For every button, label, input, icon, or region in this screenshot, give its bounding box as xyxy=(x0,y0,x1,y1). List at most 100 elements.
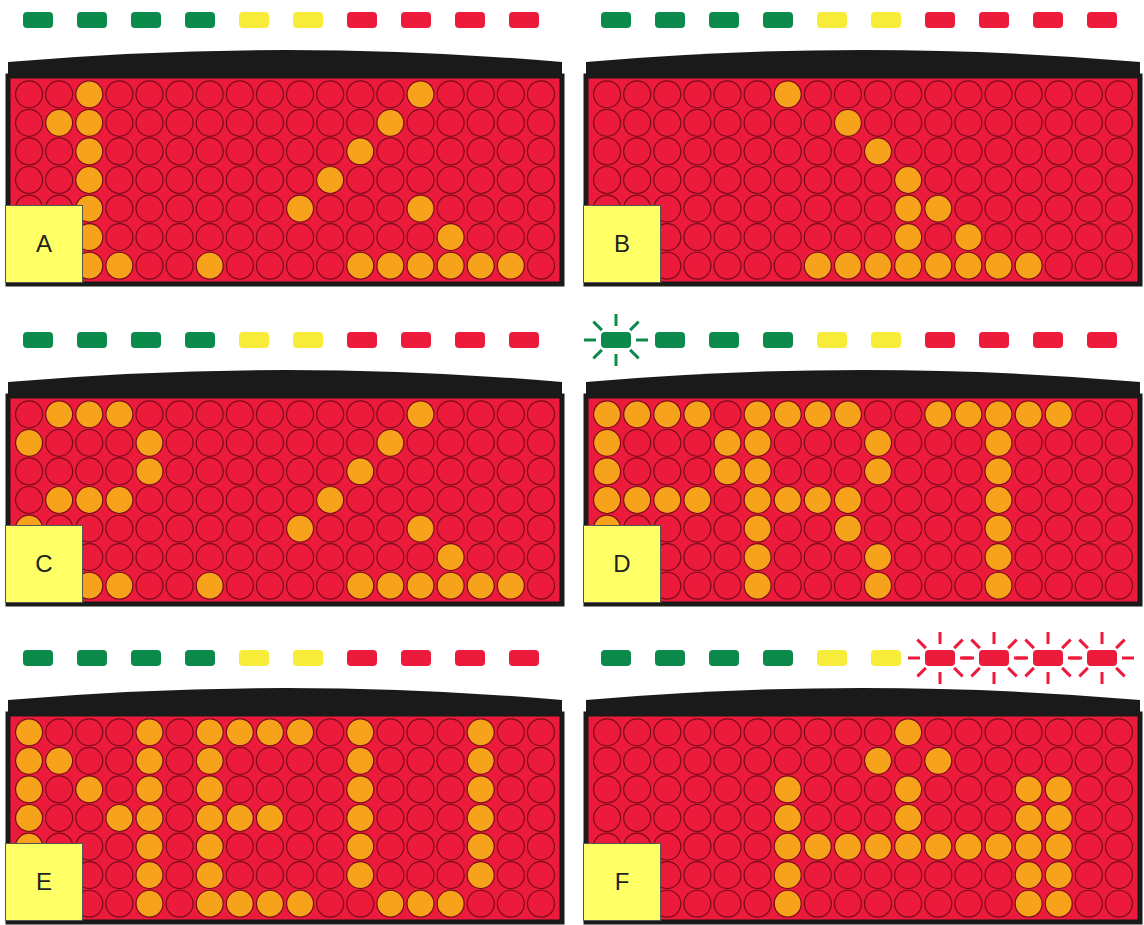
unlit-dot xyxy=(1045,544,1072,571)
unlit-dot xyxy=(925,138,952,165)
unlit-dot xyxy=(955,167,982,194)
lit-dot xyxy=(1015,252,1042,279)
unlit-dot xyxy=(497,890,524,917)
lit-dot xyxy=(985,458,1012,485)
unlit-dot xyxy=(1045,572,1072,599)
unlit-dot xyxy=(106,719,133,746)
unlit-dot xyxy=(1015,572,1042,599)
unlit-dot xyxy=(1105,890,1132,917)
flash-ray xyxy=(993,672,996,684)
unlit-dot xyxy=(1015,224,1042,251)
unlit-dot xyxy=(985,862,1012,889)
unlit-dot xyxy=(684,515,711,542)
unlit-dot xyxy=(287,81,314,108)
unlit-dot xyxy=(256,862,283,889)
lit-dot xyxy=(985,252,1012,279)
unlit-dot xyxy=(1075,195,1102,222)
unlit-dot xyxy=(744,167,771,194)
unlit-dot xyxy=(624,167,651,194)
unlit-dot xyxy=(865,224,892,251)
flash-ray xyxy=(939,672,942,684)
lit-dot xyxy=(106,401,133,428)
lit-dot xyxy=(136,747,163,774)
unlit-dot xyxy=(1105,224,1132,251)
unlit-dot xyxy=(834,458,861,485)
unlit-dot xyxy=(684,138,711,165)
unlit-dot xyxy=(317,572,344,599)
unlit-dot xyxy=(804,747,831,774)
lit-dot xyxy=(256,890,283,917)
unlit-dot xyxy=(317,747,344,774)
unlit-dot xyxy=(166,862,193,889)
unlit-dot xyxy=(166,487,193,514)
lit-dot xyxy=(226,890,253,917)
unlit-dot xyxy=(226,401,253,428)
flash-ray xyxy=(636,339,648,342)
lit-dot xyxy=(774,890,801,917)
unlit-dot xyxy=(985,805,1012,832)
unlit-dot xyxy=(226,167,253,194)
unlit-dot xyxy=(317,109,344,136)
unlit-dot xyxy=(654,109,681,136)
unlit-dot xyxy=(714,224,741,251)
unlit-dot xyxy=(317,862,344,889)
unlit-dot xyxy=(865,862,892,889)
lit-dot xyxy=(287,890,314,917)
unlit-dot xyxy=(287,224,314,251)
unlit-dot xyxy=(106,81,133,108)
unlit-dot xyxy=(684,572,711,599)
lit-dot xyxy=(714,458,741,485)
lit-dot xyxy=(347,862,374,889)
lit-dot xyxy=(925,252,952,279)
lit-dot xyxy=(774,805,801,832)
lit-dot xyxy=(407,572,434,599)
unlit-dot xyxy=(106,833,133,860)
led-matrix xyxy=(594,401,1133,599)
flash-ray xyxy=(584,339,596,342)
lit-dot xyxy=(347,747,374,774)
indicator-led xyxy=(655,12,685,28)
indicator-led xyxy=(817,332,847,348)
lit-dot xyxy=(46,487,73,514)
unlit-dot xyxy=(654,138,681,165)
unlit-dot xyxy=(377,81,404,108)
unlit-dot xyxy=(744,138,771,165)
unlit-dot xyxy=(106,138,133,165)
unlit-dot xyxy=(46,138,73,165)
unlit-dot xyxy=(407,487,434,514)
lit-dot xyxy=(804,252,831,279)
lit-dot xyxy=(467,572,494,599)
unlit-dot xyxy=(166,429,193,456)
lit-dot xyxy=(106,487,133,514)
led-sign-panel xyxy=(8,650,562,922)
lit-dot xyxy=(196,252,223,279)
unlit-dot xyxy=(377,458,404,485)
unlit-dot xyxy=(714,138,741,165)
flash-ray xyxy=(954,640,962,648)
unlit-dot xyxy=(317,138,344,165)
unlit-dot xyxy=(377,776,404,803)
unlit-dot xyxy=(804,81,831,108)
unlit-dot xyxy=(527,401,554,428)
unlit-dot xyxy=(1105,776,1132,803)
unlit-dot xyxy=(437,429,464,456)
unlit-dot xyxy=(407,776,434,803)
lit-dot xyxy=(437,572,464,599)
unlit-dot xyxy=(467,890,494,917)
unlit-dot xyxy=(256,81,283,108)
lit-dot xyxy=(744,401,771,428)
unlit-dot xyxy=(925,109,952,136)
unlit-dot xyxy=(1045,429,1072,456)
unlit-dot xyxy=(527,109,554,136)
unlit-dot xyxy=(256,109,283,136)
unlit-dot xyxy=(834,776,861,803)
unlit-dot xyxy=(497,544,524,571)
unlit-dot xyxy=(1015,487,1042,514)
unlit-dot xyxy=(1075,81,1102,108)
indicator-led xyxy=(979,332,1009,348)
unlit-dot xyxy=(226,252,253,279)
unlit-dot xyxy=(287,487,314,514)
lit-dot xyxy=(46,109,73,136)
lit-dot xyxy=(16,776,43,803)
